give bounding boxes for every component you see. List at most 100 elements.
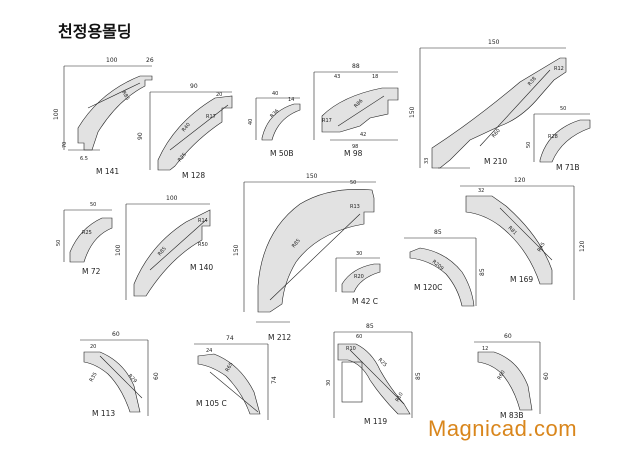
profile-m212 bbox=[257, 189, 375, 313]
dim-m140-4: R50 bbox=[198, 242, 208, 248]
dim-m212-5: 150 bbox=[233, 244, 240, 256]
dim-m120c-0: 85 bbox=[434, 229, 442, 236]
dim-m210-7: R60 bbox=[491, 128, 502, 139]
label-m50b: M 50B bbox=[270, 149, 294, 158]
dim-m105c-3: 74 bbox=[271, 376, 278, 384]
label-m72: M 72 bbox=[82, 267, 101, 276]
dim-m72-0: 50 bbox=[90, 202, 96, 208]
label-m210: M 210 bbox=[484, 157, 507, 166]
label-m113: M 113 bbox=[92, 409, 115, 418]
dim-m128-8: R25 bbox=[177, 152, 188, 163]
dim-m119-1: 60 bbox=[356, 334, 362, 340]
dim-m212-2: R13 bbox=[350, 204, 360, 210]
label-m42c: M 42 C bbox=[352, 297, 378, 306]
dim-m98-2: 18 bbox=[372, 74, 378, 80]
molding-m83b: 60 12 R60 60 M 83B bbox=[474, 333, 550, 420]
dim-m169-0: 120 bbox=[514, 177, 526, 184]
dim-m128-2: R17 bbox=[206, 114, 216, 120]
dim-m140-0: 100 bbox=[166, 195, 178, 202]
dim-m141-6: 6.5 bbox=[80, 156, 88, 162]
brand-watermark: Magnicad.com bbox=[428, 416, 578, 441]
dim-m141-2: R85 bbox=[120, 90, 130, 102]
dim-m120c-2: 85 bbox=[479, 268, 486, 276]
dim-m98-12: 98 bbox=[352, 144, 358, 150]
dim-m105c-0: 74 bbox=[226, 335, 234, 342]
dim-m83b-3: 60 bbox=[543, 372, 550, 380]
dim-m119-3: R25 bbox=[377, 357, 388, 368]
label-m83b: M 83B bbox=[500, 411, 524, 420]
label-m119: M 119 bbox=[364, 417, 387, 426]
dim-m119-2: R10 bbox=[346, 346, 356, 352]
molding-m212: 150 50 R13 150 R85 M 212 bbox=[233, 173, 376, 342]
profile-m98 bbox=[321, 87, 399, 133]
profile-m105c bbox=[197, 353, 261, 415]
label-m141: M 141 bbox=[96, 167, 119, 176]
dim-m128-6: R40 bbox=[181, 122, 192, 133]
dim-m210-1: R12 bbox=[554, 66, 564, 72]
profile-m50b bbox=[261, 103, 301, 141]
dim-m210-6: 33 bbox=[424, 158, 430, 164]
molding-m113: 60 20 R35 R29 60 M 113 bbox=[80, 331, 160, 418]
profile-m128 bbox=[157, 95, 233, 171]
dim-m50b-0: 40 bbox=[272, 91, 278, 97]
label-m169: M 169 bbox=[510, 275, 533, 284]
molding-m210: 150 R12 R38 150 33 R60 M 210 bbox=[409, 39, 567, 169]
label-m128: M 128 bbox=[182, 171, 205, 180]
dim-m83b-1: 12 bbox=[482, 346, 488, 352]
profile-m72 bbox=[69, 217, 113, 263]
dim-m71b-3: 50 bbox=[526, 142, 532, 148]
dim-m119-4: 85 bbox=[415, 372, 422, 380]
molding-m169: 120 32 R81 120 R45 M 169 bbox=[460, 177, 586, 300]
profile-m169 bbox=[465, 195, 553, 285]
molding-m140: 100 R14 R85 100 R50 M 140 bbox=[115, 195, 213, 300]
molding-m119: 85 60 R10 R25 85 30 R10 M 119 bbox=[326, 323, 422, 426]
dim-m71b-2: R28 bbox=[548, 134, 558, 140]
molding-m50b: 40 14 R36 40 M 50B bbox=[248, 91, 301, 158]
molding-m141: 100 26 R85 100 70 6.5 M 141 bbox=[53, 57, 154, 176]
dim-m128-7: 90 bbox=[137, 132, 144, 140]
page-title: 천정용몰딩 bbox=[58, 22, 132, 41]
dim-m83b-2: R60 bbox=[497, 369, 507, 381]
profile-m141 bbox=[77, 75, 153, 151]
label-m98: M 98 bbox=[344, 149, 363, 158]
profile-m113 bbox=[83, 351, 141, 413]
molding-m128: 90 20 R17 R40 90 R25 M 128 bbox=[137, 83, 233, 180]
label-m120c: M 120C bbox=[414, 283, 442, 292]
dim-m141-0: 100 bbox=[106, 57, 118, 64]
dim-m113-3: R29 bbox=[127, 373, 138, 384]
dim-m113-0: 60 bbox=[112, 331, 120, 338]
dim-m212-1: 50 bbox=[350, 180, 356, 186]
dim-m72-2: R25 bbox=[82, 230, 92, 236]
molding-m120c: 85 R209 85 M 120C bbox=[404, 229, 486, 307]
dim-m119-0: 85 bbox=[366, 323, 374, 330]
dim-m169-1: 32 bbox=[478, 188, 484, 194]
molding-m98: 88 43 18 R17 R86 42 98 M 98 bbox=[313, 63, 399, 158]
dim-m50b-2: R36 bbox=[269, 108, 280, 119]
dim-m210-3: 150 bbox=[409, 106, 416, 118]
dim-m141-4: 70 bbox=[62, 142, 68, 148]
dim-m169-5: 120 bbox=[579, 240, 586, 252]
dim-m140-1: R14 bbox=[198, 218, 208, 224]
dim-m98-3: R17 bbox=[322, 118, 332, 124]
dim-m141-3: 100 bbox=[53, 108, 60, 120]
dim-m98-4: R86 bbox=[353, 98, 364, 109]
molding-m71b: 50 R28 50 M 71B bbox=[526, 106, 591, 172]
profile-m42c bbox=[341, 263, 381, 293]
dim-m212-6: R85 bbox=[291, 238, 302, 249]
dim-m210-0: 150 bbox=[488, 39, 500, 46]
dim-m128-0: 90 bbox=[190, 83, 198, 90]
dim-m98-10: 42 bbox=[360, 132, 366, 138]
profile-m120c bbox=[409, 247, 475, 307]
dim-m71b-0: 50 bbox=[560, 106, 566, 112]
dim-m119-5: 30 bbox=[326, 380, 332, 386]
label-m105c: M 105 C bbox=[196, 399, 227, 408]
label-m140: M 140 bbox=[190, 263, 213, 272]
dim-m72-3: 50 bbox=[56, 240, 62, 246]
dim-m119-12: R10 bbox=[395, 391, 405, 403]
label-m212: M 212 bbox=[268, 333, 291, 342]
dim-m50b-1: 14 bbox=[288, 97, 294, 103]
dim-m42c-3: R20 bbox=[354, 274, 364, 280]
dim-m113-1: 20 bbox=[90, 344, 96, 350]
